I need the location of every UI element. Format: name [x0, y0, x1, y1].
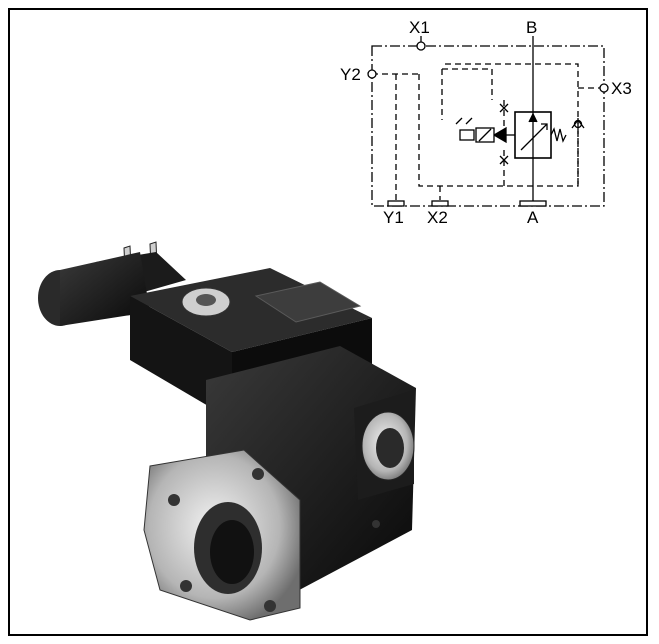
label-x3: X3 — [611, 79, 632, 98]
valve-adjust-arrow-icon — [541, 123, 548, 130]
port-x3-circle — [599, 83, 609, 93]
port-x2-plate — [431, 200, 449, 207]
throttle-upper-icon — [499, 103, 509, 113]
solenoid-slash — [478, 128, 492, 142]
pilot-line-upper — [442, 68, 493, 100]
valve-flow-arrow-icon — [528, 112, 538, 123]
proportional-arrows-icon — [455, 117, 473, 125]
valve-adjust-line — [520, 123, 548, 151]
valve-product-photo — [38, 241, 416, 621]
label-x1: X1 — [409, 18, 430, 37]
port-y2-circle — [367, 69, 377, 79]
throttle-lower-icon — [499, 155, 509, 165]
solenoid-coil — [459, 129, 475, 141]
label-x2: X2 — [427, 208, 448, 227]
enclosure-outline — [371, 45, 605, 207]
label-a: A — [527, 208, 539, 227]
pilot-loop — [418, 63, 579, 187]
port-a-plate — [519, 200, 547, 207]
label-y2: Y2 — [340, 65, 361, 84]
port-x1-circle — [416, 41, 426, 51]
check-seat-icon — [571, 118, 585, 129]
label-y1: Y1 — [383, 208, 404, 227]
pilot-triangle-icon — [492, 126, 507, 144]
port-y1-plate — [387, 200, 405, 207]
hydraulic-schematic — [367, 36, 609, 207]
label-b: B — [526, 18, 537, 37]
spring-icon — [550, 127, 567, 143]
